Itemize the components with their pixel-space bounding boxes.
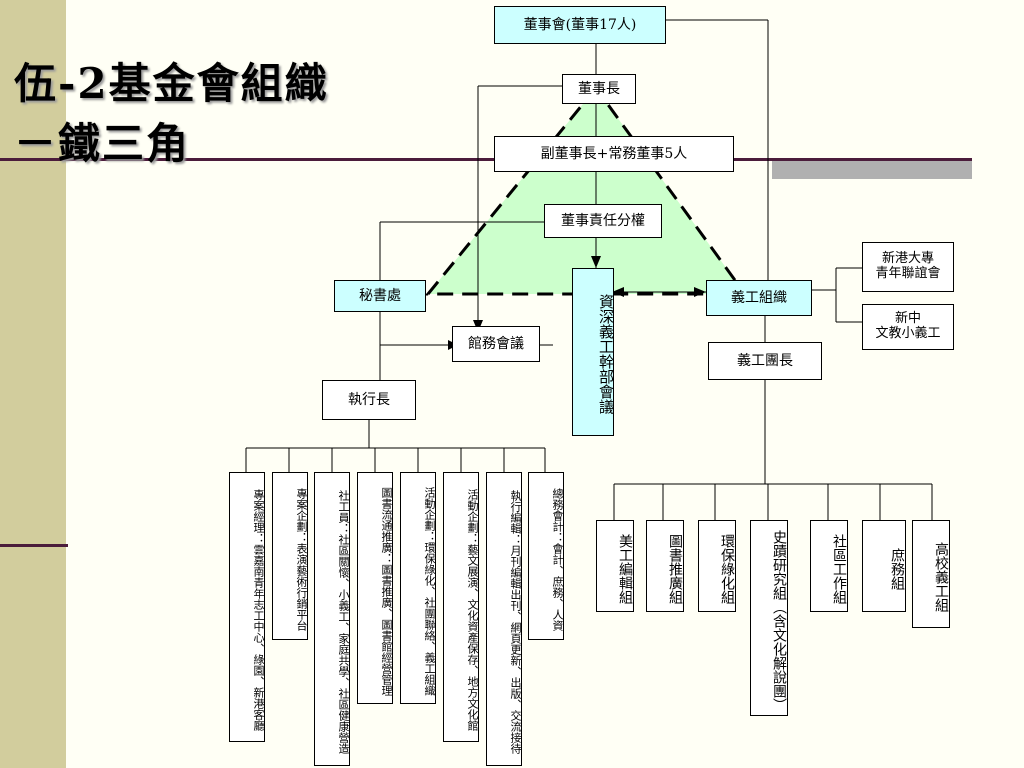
volunteer-group: 高校義工組 (912, 520, 950, 628)
ceo-box: 執行長 (322, 380, 416, 420)
iron-triangle (424, 85, 748, 296)
slide-title-line2: －鐵三角 (14, 119, 191, 168)
vice-chairman-box: 副董事長+常務董事5人 (494, 136, 734, 172)
volunteer-group: 社區工作組 (810, 520, 848, 612)
staff-role: 總務會計：會計、庶務、人資 (528, 472, 564, 640)
senior-volunteer-meeting-box: 資深義工幹部會議 (572, 268, 615, 436)
volunteer-group: 圖書推廣組 (646, 520, 684, 612)
staff-role: 專案經理：雲嘉南青年志工中心、綠園、新港客廳 (229, 472, 265, 742)
staff-role: 執行編輯：月刊編輯出刊、網頁更新、出版、交流接待 (486, 472, 522, 766)
volunteer-leader-box: 義工團長 (708, 342, 822, 380)
staff-role: 活動企劃：環保綠化、社團聯絡、義工組織 (400, 472, 436, 704)
board-box: 董事會(董事17人) (494, 6, 666, 44)
chairman-box: 董事長 (562, 74, 636, 104)
staff-role: 社工員：社區關懷、小義工、家庭共學、社區健康營造 (314, 472, 350, 766)
title-rule-accent (772, 161, 972, 179)
volunteer-group: 庶務組 (862, 520, 906, 612)
staff-role: 圖書流通推廣：圖書推廣、圖書館經營管理 (357, 472, 393, 704)
hall-meeting-box: 館務會議 (452, 326, 540, 362)
staff-role: 活動企劃：藝文展演、文化資產保存、地方文化館 (443, 472, 479, 742)
partner-junior-line2: 文教小義工 (875, 326, 941, 341)
partner-junior-line1: 新中 (894, 311, 921, 327)
secretariat-box: 秘書處 (334, 280, 426, 312)
volunteer-org-box: 義工組織 (706, 280, 812, 316)
volunteer-group: 美工編輯組 (596, 520, 634, 612)
staff-role: 專案企劃：表演藝術行銷平台 (272, 472, 308, 640)
volunteer-group: 史蹟研究組（含文化解說團） (750, 520, 788, 716)
volunteer-group: 環保綠化組 (698, 520, 736, 612)
title-rule (0, 158, 972, 161)
sidebar-rule (0, 544, 68, 547)
slide-title-line1: 伍-2基金會組織 (14, 59, 329, 108)
responsibility-box: 董事責任分權 (544, 204, 662, 238)
sidebar-band (0, 0, 66, 768)
partner-junior-volunteers-box: 新中 文教小義工 (862, 304, 954, 350)
partner-college-alumni-box: 新港大專 青年聯誼會 (862, 242, 954, 292)
